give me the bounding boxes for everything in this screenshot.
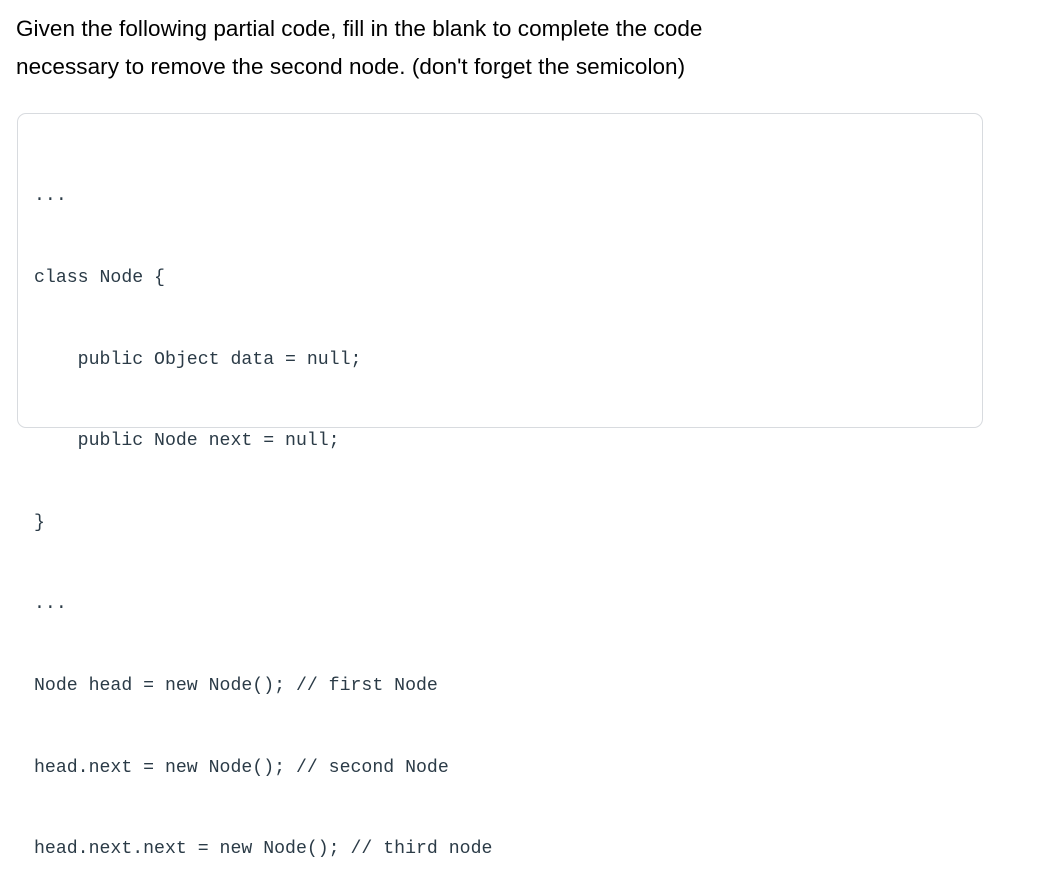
code-line-2: public Object data = null; [34, 349, 362, 370]
code-line-6: Node head = new Node(); // first Node [34, 676, 438, 697]
code-line-5: ... [34, 594, 67, 615]
code-card: ... class Node { public Object data = nu… [17, 113, 983, 859]
question-page: Given the following partial code, fill i… [16, 10, 983, 860]
code-line-7: head.next = new Node(); // second Node [34, 757, 449, 778]
code-line-0: ... [34, 186, 67, 207]
question-line-1: Given the following partial code, fill i… [16, 16, 703, 41]
code-line-4: } [34, 512, 45, 533]
question-prompt: Given the following partial code, fill i… [16, 10, 976, 86]
code-line-1: class Node { [34, 268, 165, 289]
code-line-8: head.next.next = new Node(); // third no… [34, 839, 493, 860]
code-block: ... class Node { public Object data = nu… [34, 129, 974, 882]
question-line-2: necessary to remove the second node. (do… [16, 54, 686, 79]
code-line-3: public Node next = null; [34, 431, 340, 452]
